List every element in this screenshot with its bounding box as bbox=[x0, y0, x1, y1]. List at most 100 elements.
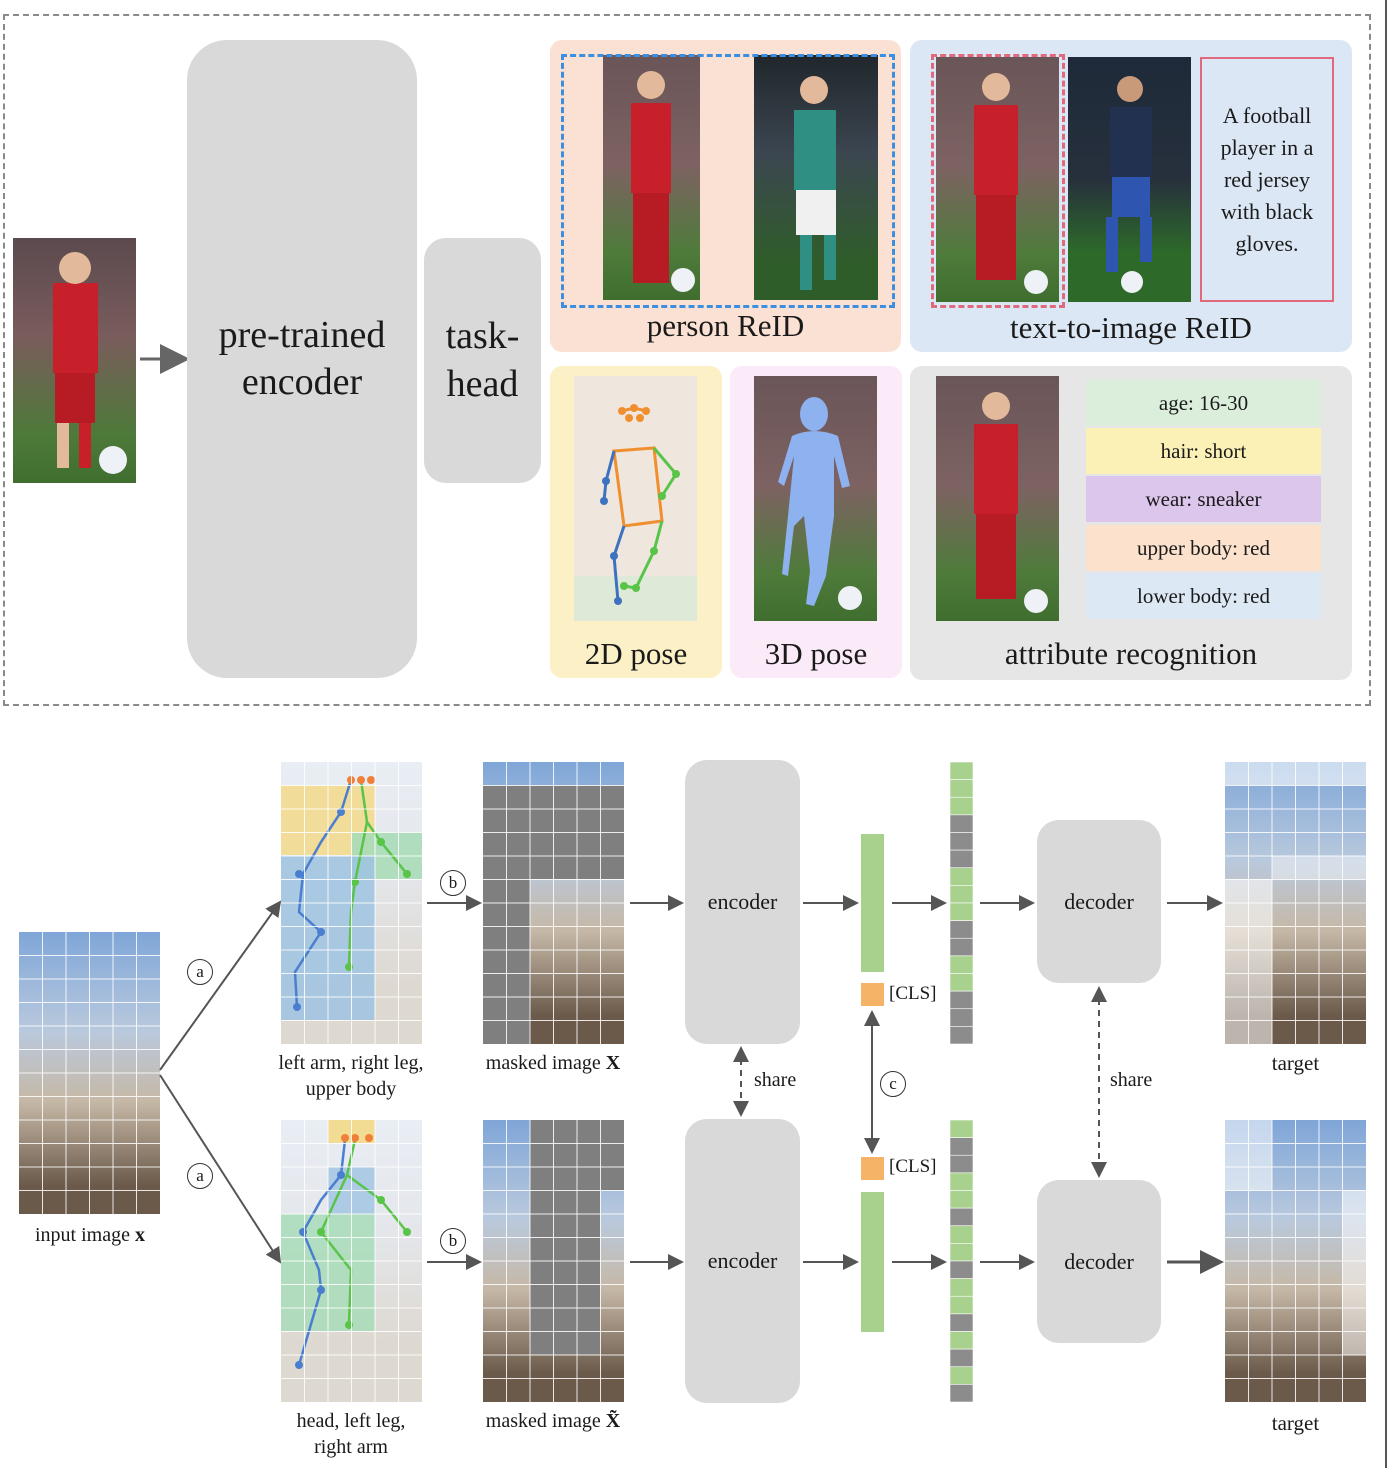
masked-token bbox=[949, 1348, 974, 1368]
text-query: A football player in a red jersey with b… bbox=[1220, 102, 1314, 256]
pose2d-skeleton bbox=[574, 404, 697, 621]
cls-label-top: [CLS] bbox=[889, 983, 937, 1004]
text-reid-photo-match bbox=[936, 57, 1059, 302]
masked-token bbox=[949, 1207, 974, 1227]
masked-token bbox=[949, 849, 974, 869]
pose3d-photo bbox=[754, 376, 877, 621]
input-photo-player bbox=[13, 238, 136, 483]
visible-token bbox=[949, 761, 974, 780]
person-reid-title: person ReID bbox=[646, 308, 805, 343]
visible-token bbox=[949, 796, 974, 816]
cls-token-bottom bbox=[861, 1157, 884, 1180]
step-c: c bbox=[880, 1071, 906, 1097]
parts-overlay-bottom bbox=[281, 1120, 411, 1369]
pretrained-encoder-label: pre-trained encoder bbox=[218, 313, 386, 404]
text-query-box: A football player in a red jersey with b… bbox=[1200, 57, 1334, 302]
input-image-caption: input image x bbox=[35, 1224, 145, 1246]
overview-frame bbox=[3, 14, 1371, 706]
right-border-line bbox=[1385, 0, 1387, 1468]
pretrained-encoder-block: pre-trained encoder bbox=[187, 40, 417, 678]
visible-token bbox=[949, 779, 974, 798]
parts-image-top bbox=[281, 762, 422, 1044]
attribute-title: attribute recognition bbox=[1004, 636, 1258, 671]
share-label-decoder: share bbox=[1110, 1069, 1153, 1091]
pose2d-title: 2D pose bbox=[584, 636, 688, 671]
masked-caption-bottom: masked image X̃ bbox=[485, 1410, 621, 1432]
masked-token bbox=[949, 1260, 974, 1279]
text-reid-panel: A football player in a red jersey with b… bbox=[910, 40, 1352, 352]
masked-token bbox=[949, 1154, 974, 1174]
step-a-top: a bbox=[187, 959, 213, 985]
encoder-tokens-bottom bbox=[861, 1192, 884, 1332]
task-head-label: task-head bbox=[445, 315, 520, 405]
visible-token bbox=[949, 1225, 974, 1244]
masked-token bbox=[949, 1008, 974, 1027]
decoder-bottom: decoder bbox=[1037, 1180, 1161, 1343]
masked-token bbox=[949, 814, 974, 833]
step-b-top: b bbox=[440, 870, 466, 896]
reid-match-dashed-box bbox=[561, 54, 895, 308]
visible-token bbox=[949, 867, 974, 886]
pose3d-mesh bbox=[778, 397, 862, 610]
target-caption-bottom: target bbox=[1271, 1411, 1320, 1435]
pose3d-title: 3D pose bbox=[764, 636, 868, 671]
attribute-hair: hair: short bbox=[1086, 428, 1321, 474]
attribute-wear: wear: sneaker bbox=[1086, 476, 1321, 522]
text-reid-dashed-box bbox=[931, 54, 1065, 308]
visible-token bbox=[949, 885, 974, 904]
attribute-age: age: 16-30 bbox=[1086, 380, 1321, 426]
cls-token-top bbox=[861, 983, 884, 1006]
visible-token bbox=[949, 973, 974, 992]
target-caption-top: target bbox=[1271, 1051, 1320, 1075]
encoder-top: encoder bbox=[685, 760, 800, 1044]
parts-caption-top: left arm, right leg,upper body bbox=[278, 1052, 424, 1100]
pose2d-photo bbox=[574, 376, 697, 621]
text-reid-photo-other bbox=[1068, 57, 1191, 302]
visible-token bbox=[949, 1278, 974, 1297]
parts-image-bottom bbox=[281, 1120, 422, 1402]
decoder-bottom-label: decoder bbox=[1064, 1248, 1134, 1274]
masked-token bbox=[949, 920, 974, 939]
encoder-bottom: encoder bbox=[685, 1119, 800, 1403]
masked-token bbox=[949, 990, 974, 1010]
pose2d-panel: 2D pose bbox=[550, 366, 722, 678]
token-sequence-bottom bbox=[949, 1119, 974, 1403]
attribute-photo bbox=[936, 376, 1059, 621]
masked-token bbox=[949, 832, 974, 851]
step-b-bottom: b bbox=[440, 1228, 466, 1254]
pose3d-panel: 3D pose bbox=[730, 366, 902, 678]
visible-token bbox=[949, 955, 974, 974]
visible-token bbox=[949, 1190, 974, 1209]
decoder-top: decoder bbox=[1037, 820, 1161, 983]
input-patch-grid bbox=[19, 932, 160, 1214]
task-head-block: task-head bbox=[424, 238, 541, 483]
person-reid-panel: person ReID bbox=[550, 40, 901, 352]
visible-token bbox=[949, 1295, 974, 1315]
visible-token bbox=[949, 1331, 974, 1350]
pipeline-input-image bbox=[19, 932, 160, 1214]
target-image-bottom bbox=[1225, 1120, 1366, 1402]
masked-token bbox=[949, 1384, 974, 1403]
cls-label-bottom: [CLS] bbox=[889, 1156, 937, 1177]
visible-token bbox=[949, 902, 974, 921]
masked-image-top bbox=[483, 762, 624, 1044]
masked-caption-top: masked image X bbox=[485, 1052, 621, 1074]
text-reid-title: text-to-image ReID bbox=[1010, 310, 1252, 345]
encoder-bottom-label: encoder bbox=[707, 1248, 778, 1273]
encoder-tokens-top bbox=[861, 834, 884, 972]
target-image-top bbox=[1225, 762, 1366, 1044]
attribute-upper-body: upper body: red bbox=[1086, 525, 1321, 571]
token-sequence-top bbox=[949, 761, 974, 1045]
masked-token bbox=[949, 1313, 974, 1332]
masked-token bbox=[949, 1026, 974, 1045]
masked-token bbox=[949, 1137, 974, 1156]
decoder-top-label: decoder bbox=[1064, 888, 1134, 914]
visible-token bbox=[949, 1243, 974, 1262]
reid-photo-query bbox=[603, 55, 700, 300]
share-label-encoder: share bbox=[754, 1069, 797, 1091]
visible-token bbox=[949, 1366, 974, 1385]
visible-token bbox=[949, 1172, 974, 1191]
reid-photo-gallery bbox=[754, 55, 878, 300]
encoder-top-label: encoder bbox=[707, 889, 778, 914]
visible-token bbox=[949, 1119, 974, 1138]
